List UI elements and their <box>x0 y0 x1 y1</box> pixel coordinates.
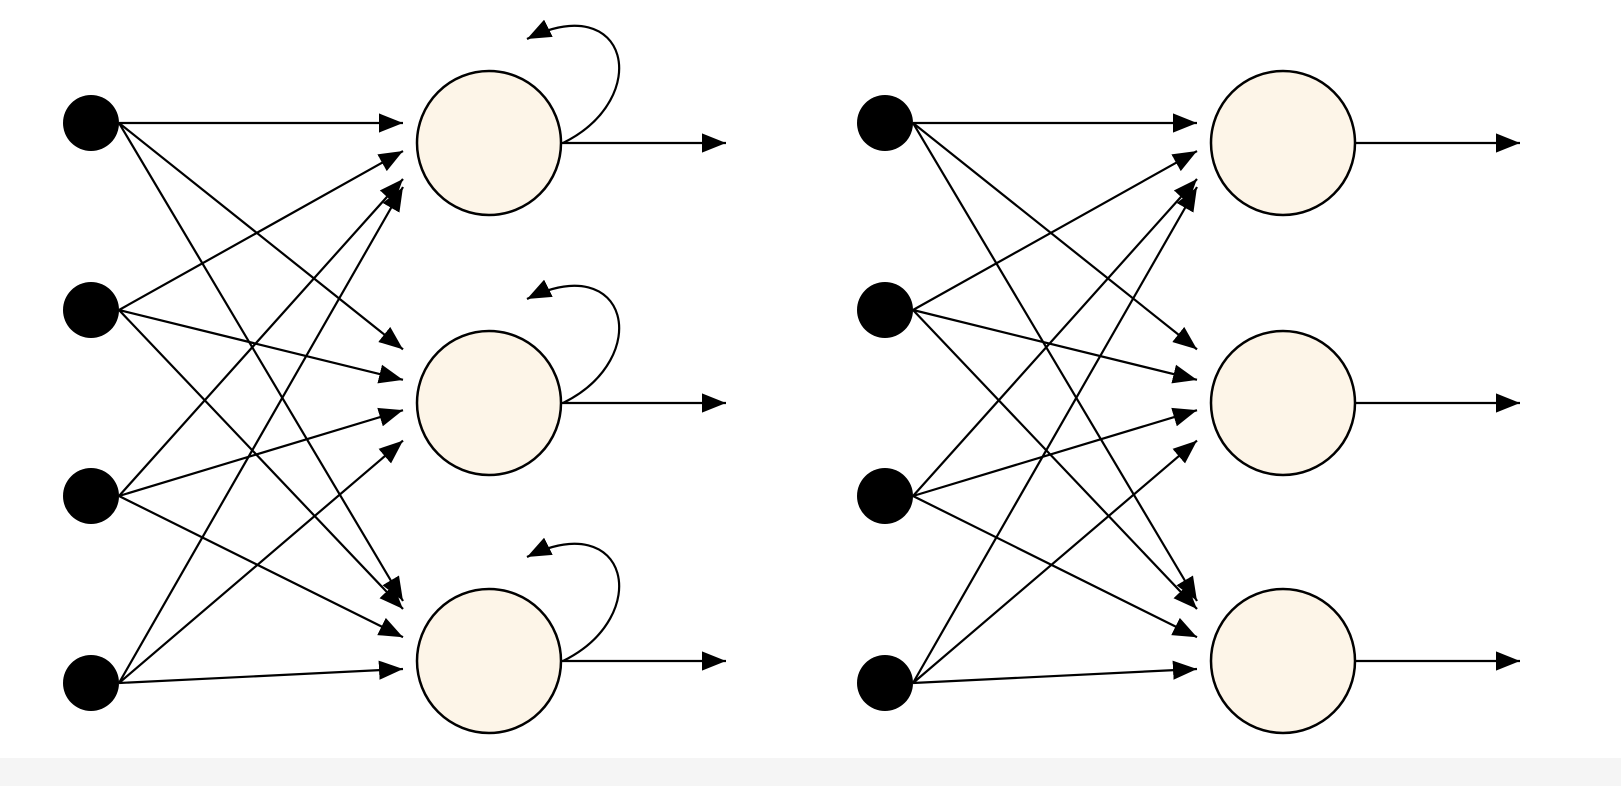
feedforward-input-node-2 <box>857 282 913 338</box>
recurrent-edge-in4-n2 <box>118 439 404 684</box>
recurrent-input-node-2 <box>63 282 119 338</box>
recurrent-edge-in2-n1 <box>118 150 404 311</box>
recurrent-edge-in3-n3 <box>118 495 404 639</box>
recurrent-self-loop-3 <box>526 537 621 662</box>
recurrent-edge-in4-n1 <box>118 186 404 684</box>
recurrent-edge-in1-n2 <box>118 122 404 351</box>
nodes-layer <box>63 69 1357 735</box>
feedforward-input-node-1 <box>857 95 913 151</box>
recurrent-neuron-2 <box>415 329 563 477</box>
recurrent-neuron-1 <box>415 69 563 217</box>
recurrent-neuron-3 <box>415 587 563 735</box>
recurrent-edge-in1-n3 <box>118 122 404 602</box>
feedforward-neuron-3 <box>1209 587 1357 735</box>
feedforward-edge-in3-n2 <box>912 407 1198 498</box>
feedforward-edge-in2-n1 <box>912 150 1198 311</box>
feedforward-edge-in1-n2 <box>912 122 1198 351</box>
recurrent-edge-in3-n1 <box>118 178 404 497</box>
recurrent-edge-in3-n2 <box>118 407 404 498</box>
feedforward-edge-in4-n2 <box>912 439 1198 684</box>
edges-layer <box>118 19 1520 685</box>
feedforward-neuron-1 <box>1209 69 1357 217</box>
feedforward-edge-in2-n3 <box>912 309 1198 610</box>
feedforward-neuron-2 <box>1209 329 1357 477</box>
recurrent-self-loop-2 <box>526 279 621 404</box>
recurrent-input-node-3 <box>63 468 119 524</box>
feedforward-edge-in3-n1 <box>912 178 1198 497</box>
feedforward-edge-in3-n3 <box>912 495 1198 639</box>
recurrent-input-node-4 <box>63 655 119 711</box>
recurrent-edge-in2-n3 <box>118 309 404 610</box>
recurrent-input-node-1 <box>63 95 119 151</box>
feedforward-input-node-3 <box>857 468 913 524</box>
recurrent-edge-in4-n3 <box>118 660 404 685</box>
feedforward-edge-in4-n1 <box>912 186 1198 684</box>
bottom-strip <box>0 758 1621 786</box>
feedforward-edge-in4-n3 <box>912 660 1198 685</box>
recurrent-self-loop-1 <box>526 19 621 144</box>
feedforward-edge-in2-n2 <box>912 308 1198 384</box>
feedforward-input-node-4 <box>857 655 913 711</box>
feedforward-edge-in1-n3 <box>912 122 1198 602</box>
recurrent-edge-in2-n2 <box>118 308 404 384</box>
